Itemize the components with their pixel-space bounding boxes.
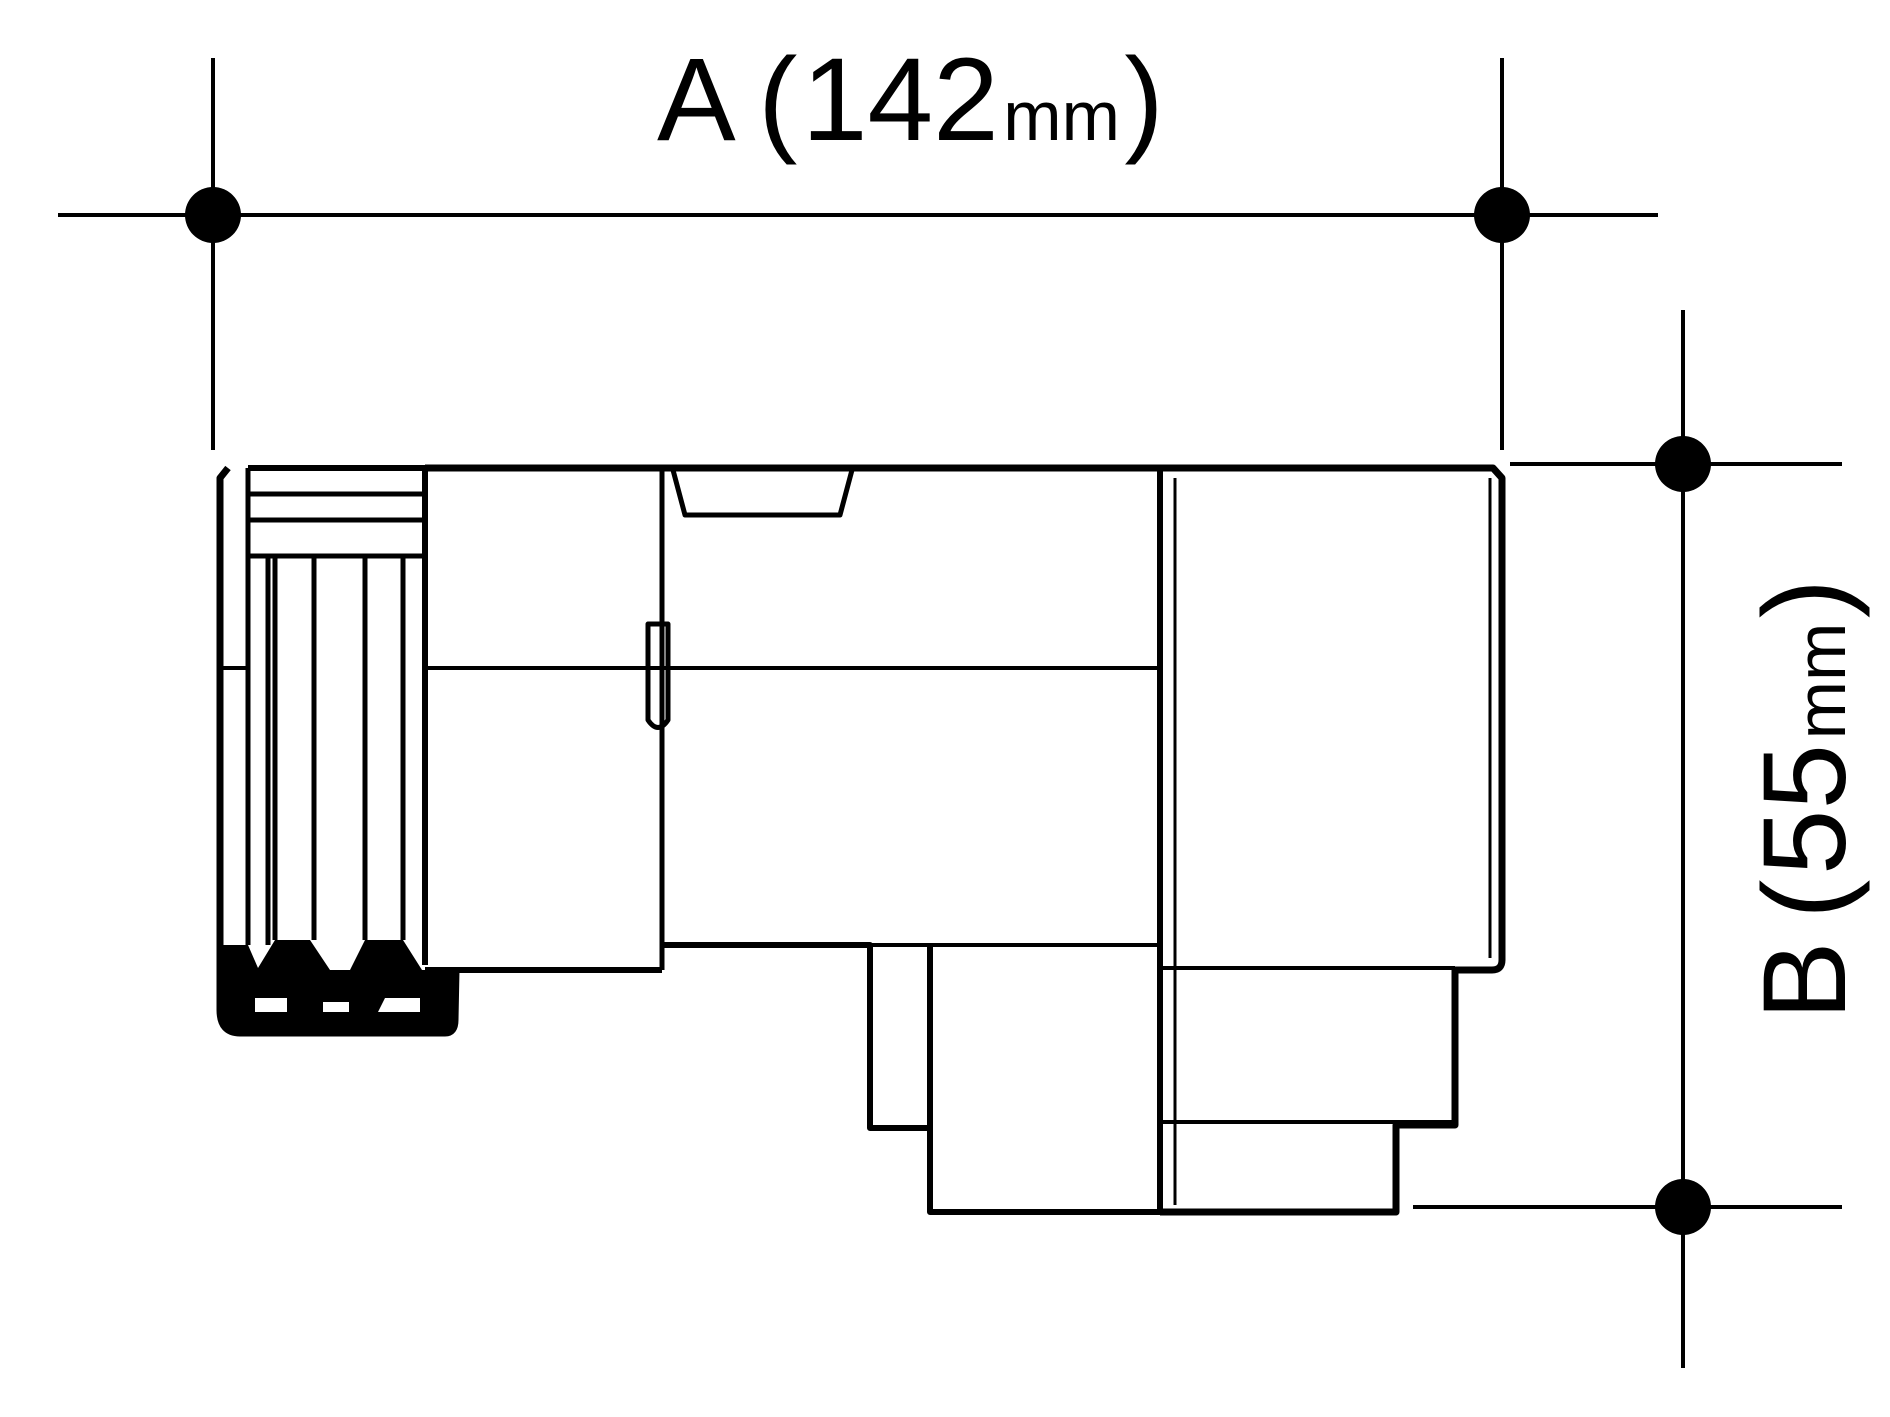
dimension-b-open-paren: ( xyxy=(1739,880,1871,919)
dimension-a-label: A ( 142 mm ) xyxy=(657,34,1164,166)
lens-body xyxy=(216,464,1506,1216)
dimension-b-unit: mm xyxy=(1782,623,1860,740)
main-barrel xyxy=(662,468,1163,1215)
base-slot-2 xyxy=(323,1002,349,1012)
focus-window xyxy=(670,469,855,518)
dimension-a-letter: A xyxy=(657,34,736,166)
dimension-b-top-dot xyxy=(1655,436,1711,492)
dimension-b xyxy=(1413,310,1842,1368)
dimension-a xyxy=(58,58,1658,450)
dimension-a-right-dot xyxy=(1474,187,1530,243)
focus-ring-section xyxy=(425,464,1160,973)
dimension-a-close-paren: ) xyxy=(1124,34,1163,166)
dimension-b-letter: B xyxy=(1739,941,1871,1020)
barrel-lower-block xyxy=(927,945,1160,1215)
rear-mount-outline xyxy=(1160,464,1506,1216)
dimension-a-open-paren: ( xyxy=(758,34,797,166)
dimension-b-close-paren: ) xyxy=(1739,579,1871,618)
dimension-a-value: 142 xyxy=(802,34,999,166)
front-grip-section xyxy=(216,465,460,1037)
front-grip-base-fill xyxy=(220,940,456,1033)
dimension-a-unit: mm xyxy=(1003,77,1120,155)
barrel-step xyxy=(662,942,933,1131)
index-marker xyxy=(645,621,671,730)
dimension-b-label: B ( 55 mm ) xyxy=(1739,579,1871,1020)
rear-mount-section xyxy=(1160,464,1506,1216)
front-grip-outline xyxy=(216,465,460,1037)
base-slot-1 xyxy=(255,998,287,1012)
dimension-a-left-dot xyxy=(185,187,241,243)
dimension-b-value: 55 xyxy=(1739,744,1871,875)
base-slot-3 xyxy=(378,998,420,1012)
dimension-b-bottom-dot xyxy=(1655,1179,1711,1235)
